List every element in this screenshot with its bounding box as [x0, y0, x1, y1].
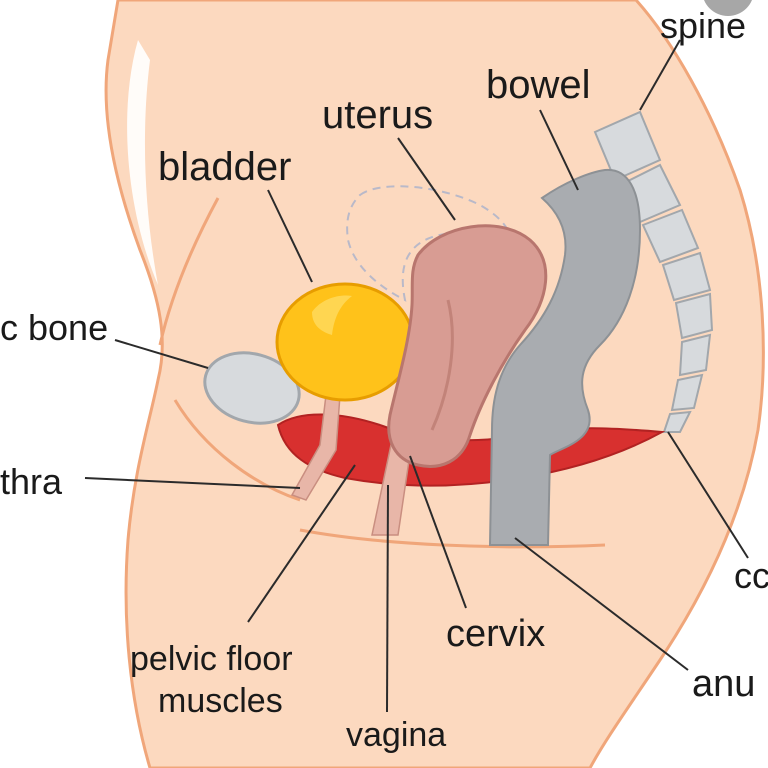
bowel — [488, 168, 642, 546]
label-uterus: uterus — [322, 93, 433, 137]
corner-badge — [704, 0, 752, 16]
spine-vertebrae — [593, 110, 714, 433]
label-pelvic-floor-line1: pelvic floor — [130, 640, 293, 678]
uterus — [387, 224, 548, 468]
spine-leader — [639, 39, 681, 111]
label-anus: anu — [692, 663, 755, 705]
vagina-leader — [386, 484, 389, 713]
anus-leader — [514, 537, 689, 671]
coccyx-leader — [667, 431, 749, 559]
lower-contour-left — [173, 399, 301, 502]
hip-crease — [158, 197, 220, 346]
label-bladder: bladder — [158, 145, 291, 189]
label-cervix: cervix — [446, 613, 545, 655]
label-spine: spine — [660, 5, 746, 46]
label-coccyx: cc — [734, 555, 768, 596]
label-pubic-bone: c bone — [0, 307, 108, 348]
uterus-fold — [430, 299, 454, 431]
skin-highlight — [127, 40, 158, 285]
pelvic-floor-leader — [247, 464, 356, 623]
label-urethra: thra — [0, 461, 63, 502]
label-pelvic-floor-line2: muscles — [158, 682, 283, 720]
bladder-shine — [312, 295, 352, 335]
uterus-leader — [397, 137, 456, 221]
uterus-dashed-outline — [346, 185, 512, 302]
label-bowel: bowel — [486, 63, 591, 107]
bladder-leader — [267, 189, 313, 283]
urethra-leader — [84, 477, 301, 489]
pubic-bone — [203, 351, 301, 425]
cervix-leader — [409, 455, 467, 609]
label-vagina: vagina — [346, 716, 446, 754]
pubic-bone-leader — [114, 339, 209, 369]
bowel-leader — [539, 109, 579, 191]
